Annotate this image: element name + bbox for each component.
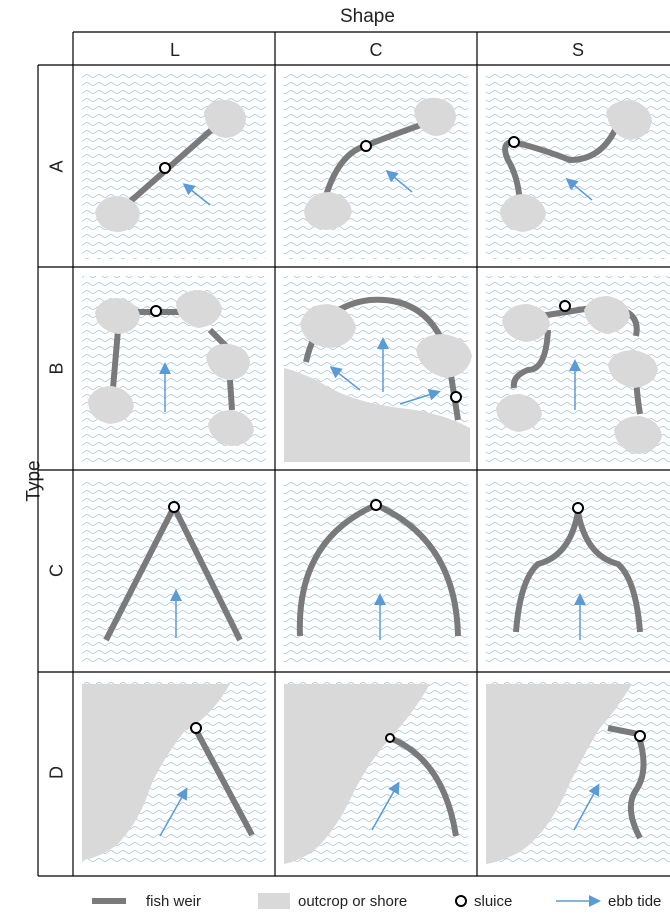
outcrop: [88, 386, 134, 424]
legend-fish-weir-label: fish weir: [146, 892, 202, 910]
ebb-tide-arrow: [159, 787, 188, 837]
shore: [82, 684, 230, 860]
column-header-L: L: [169, 40, 180, 60]
legend-outcrop-label: outcrop or shore: [298, 892, 408, 910]
legend-sluice-icon: [455, 895, 467, 907]
shore: [486, 684, 632, 864]
legend-glyphs: [92, 893, 601, 909]
outcrop: [95, 298, 140, 334]
sluice-icon: [385, 733, 395, 743]
panel-C-L: [103, 500, 243, 642]
panel-C-S: [513, 502, 643, 640]
outcrop: [304, 192, 352, 230]
legend-ebb-tide: ebb tide: [600, 890, 661, 912]
panel-A-L: [95, 99, 246, 232]
shape-axis-title: Shape: [340, 6, 395, 27]
ebb-tide-arrow: [385, 170, 413, 193]
column-header-C: C: [369, 40, 383, 60]
ebb-tide-arrow: [399, 388, 441, 405]
ebb-tide-arrow: [573, 783, 600, 831]
outcrop: [606, 100, 652, 140]
outcrop: [95, 196, 140, 232]
outcrop: [500, 194, 546, 232]
ebb-tide-arrow: [565, 178, 593, 201]
sluice-icon: [508, 136, 520, 148]
outcrop: [208, 410, 254, 446]
outcrop: [206, 343, 250, 380]
legend-sluice: sluice: [466, 890, 512, 912]
sluice-icon: [559, 300, 571, 312]
outcrop: [300, 304, 356, 348]
ebb-tide-arrow: [371, 781, 400, 831]
ebb-tide-arrow: [182, 183, 211, 206]
sluice-icon: [634, 730, 646, 742]
outcrop: [416, 334, 472, 378]
sluice-icon: [450, 391, 462, 403]
outcrop: [496, 394, 542, 432]
panel-D-L: [82, 684, 255, 860]
sluice-icon: [360, 140, 372, 152]
panel-B-L: [88, 290, 254, 446]
outcrop: [502, 304, 550, 342]
column-header-S: S: [571, 40, 584, 60]
panel-D-S: [486, 684, 647, 864]
outcrop: [608, 350, 658, 388]
legend-ebb-tide-label: ebb tide: [608, 892, 662, 910]
legend-outcrop: outcrop or shore: [290, 890, 407, 912]
ebb-tide-arrow: [329, 366, 361, 391]
sluice-icon: [370, 499, 382, 511]
legend-sluice-label: sluice: [474, 892, 513, 910]
panel-A-C: [304, 97, 456, 230]
shore: [284, 684, 430, 864]
outcrop: [614, 416, 662, 454]
panel-D-C: [284, 684, 459, 864]
panel-C-C: [296, 499, 461, 640]
sluice-icon: [150, 305, 162, 317]
outcrop: [414, 97, 456, 136]
outcrop: [584, 296, 630, 334]
legend-outcrop-swatch: [258, 893, 290, 909]
sluice-icon: [572, 502, 584, 514]
outcrop: [204, 99, 246, 138]
panel-B-S: [496, 296, 662, 454]
sluice-icon: [159, 162, 171, 174]
legend-fish-weir: fish weir: [138, 890, 201, 912]
sluice-icon: [190, 722, 202, 734]
sluice-icon: [168, 501, 180, 513]
outcrop: [176, 290, 222, 328]
panel-B-C: [284, 296, 472, 462]
panel-A-S: [500, 100, 652, 232]
shore: [284, 368, 470, 462]
grid-lines: [37, 31, 670, 877]
